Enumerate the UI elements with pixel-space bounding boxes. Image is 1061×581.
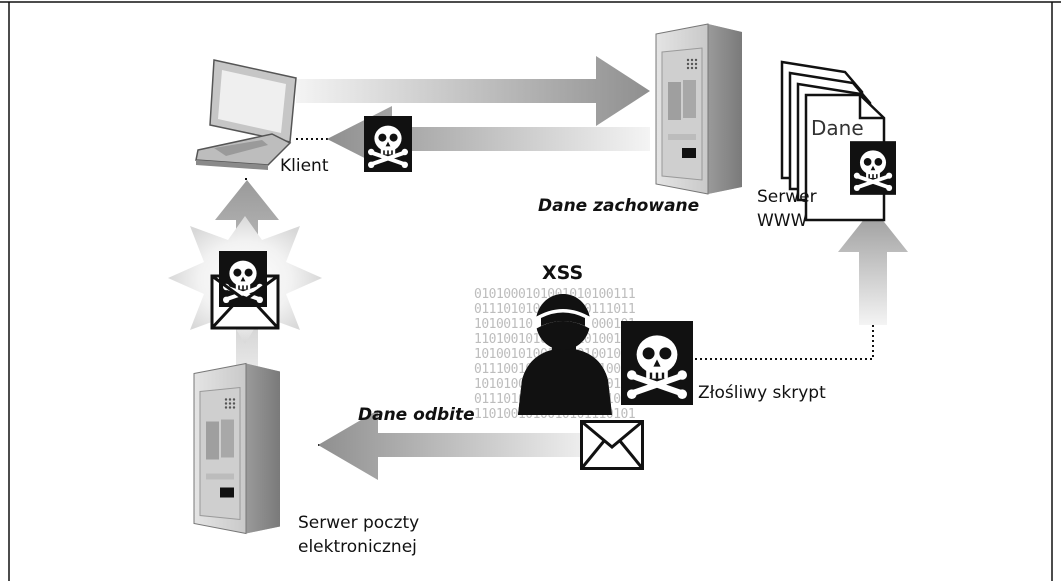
client-label: Klient <box>280 156 329 176</box>
document-label: Dane <box>811 116 864 140</box>
mail-server-label-line1: Serwer poczty <box>298 513 420 533</box>
skull-icon <box>364 116 412 172</box>
stored-data-label: Dane zachowane <box>538 196 700 216</box>
web-server-label-line1: Serwer <box>757 187 817 207</box>
binary-line: 0111010100101010111011 <box>474 302 636 317</box>
envelope-with-skull <box>210 251 280 330</box>
response-arrow <box>327 106 650 172</box>
laptop-icon <box>195 59 297 170</box>
skull-icon-document <box>850 141 896 195</box>
binary-line: 1010010100101101001010 <box>474 347 636 362</box>
binary-line: 0101000101001010100111 <box>474 287 636 302</box>
binary-line: 1010011010010101000101 <box>474 317 636 332</box>
web-server-label-line2: WWW <box>757 211 808 231</box>
binary-line: 1010100101001010100110 <box>474 377 636 392</box>
envelope-icon <box>580 420 644 470</box>
mail-server-label-line2: elektronicznej <box>298 537 417 557</box>
xss-label: XSS <box>542 262 584 284</box>
binary-line: 1101001010010101110101 <box>474 407 636 419</box>
binary-line: 0111010100101011001010 <box>474 392 636 407</box>
mail-server-icon <box>193 362 281 535</box>
binary-line: 0111001010010101110010 <box>474 362 636 377</box>
upward-arrow-webserver <box>838 208 908 325</box>
malicious-script-label: Złośliwy skrypt <box>698 383 826 403</box>
binary-line: 1101001010011010100101 <box>474 332 636 347</box>
reflected-arrow <box>318 410 600 480</box>
web-server-icon <box>655 23 743 195</box>
request-arrow <box>296 56 650 126</box>
reflected-data-label: Dane odbite <box>358 405 475 425</box>
